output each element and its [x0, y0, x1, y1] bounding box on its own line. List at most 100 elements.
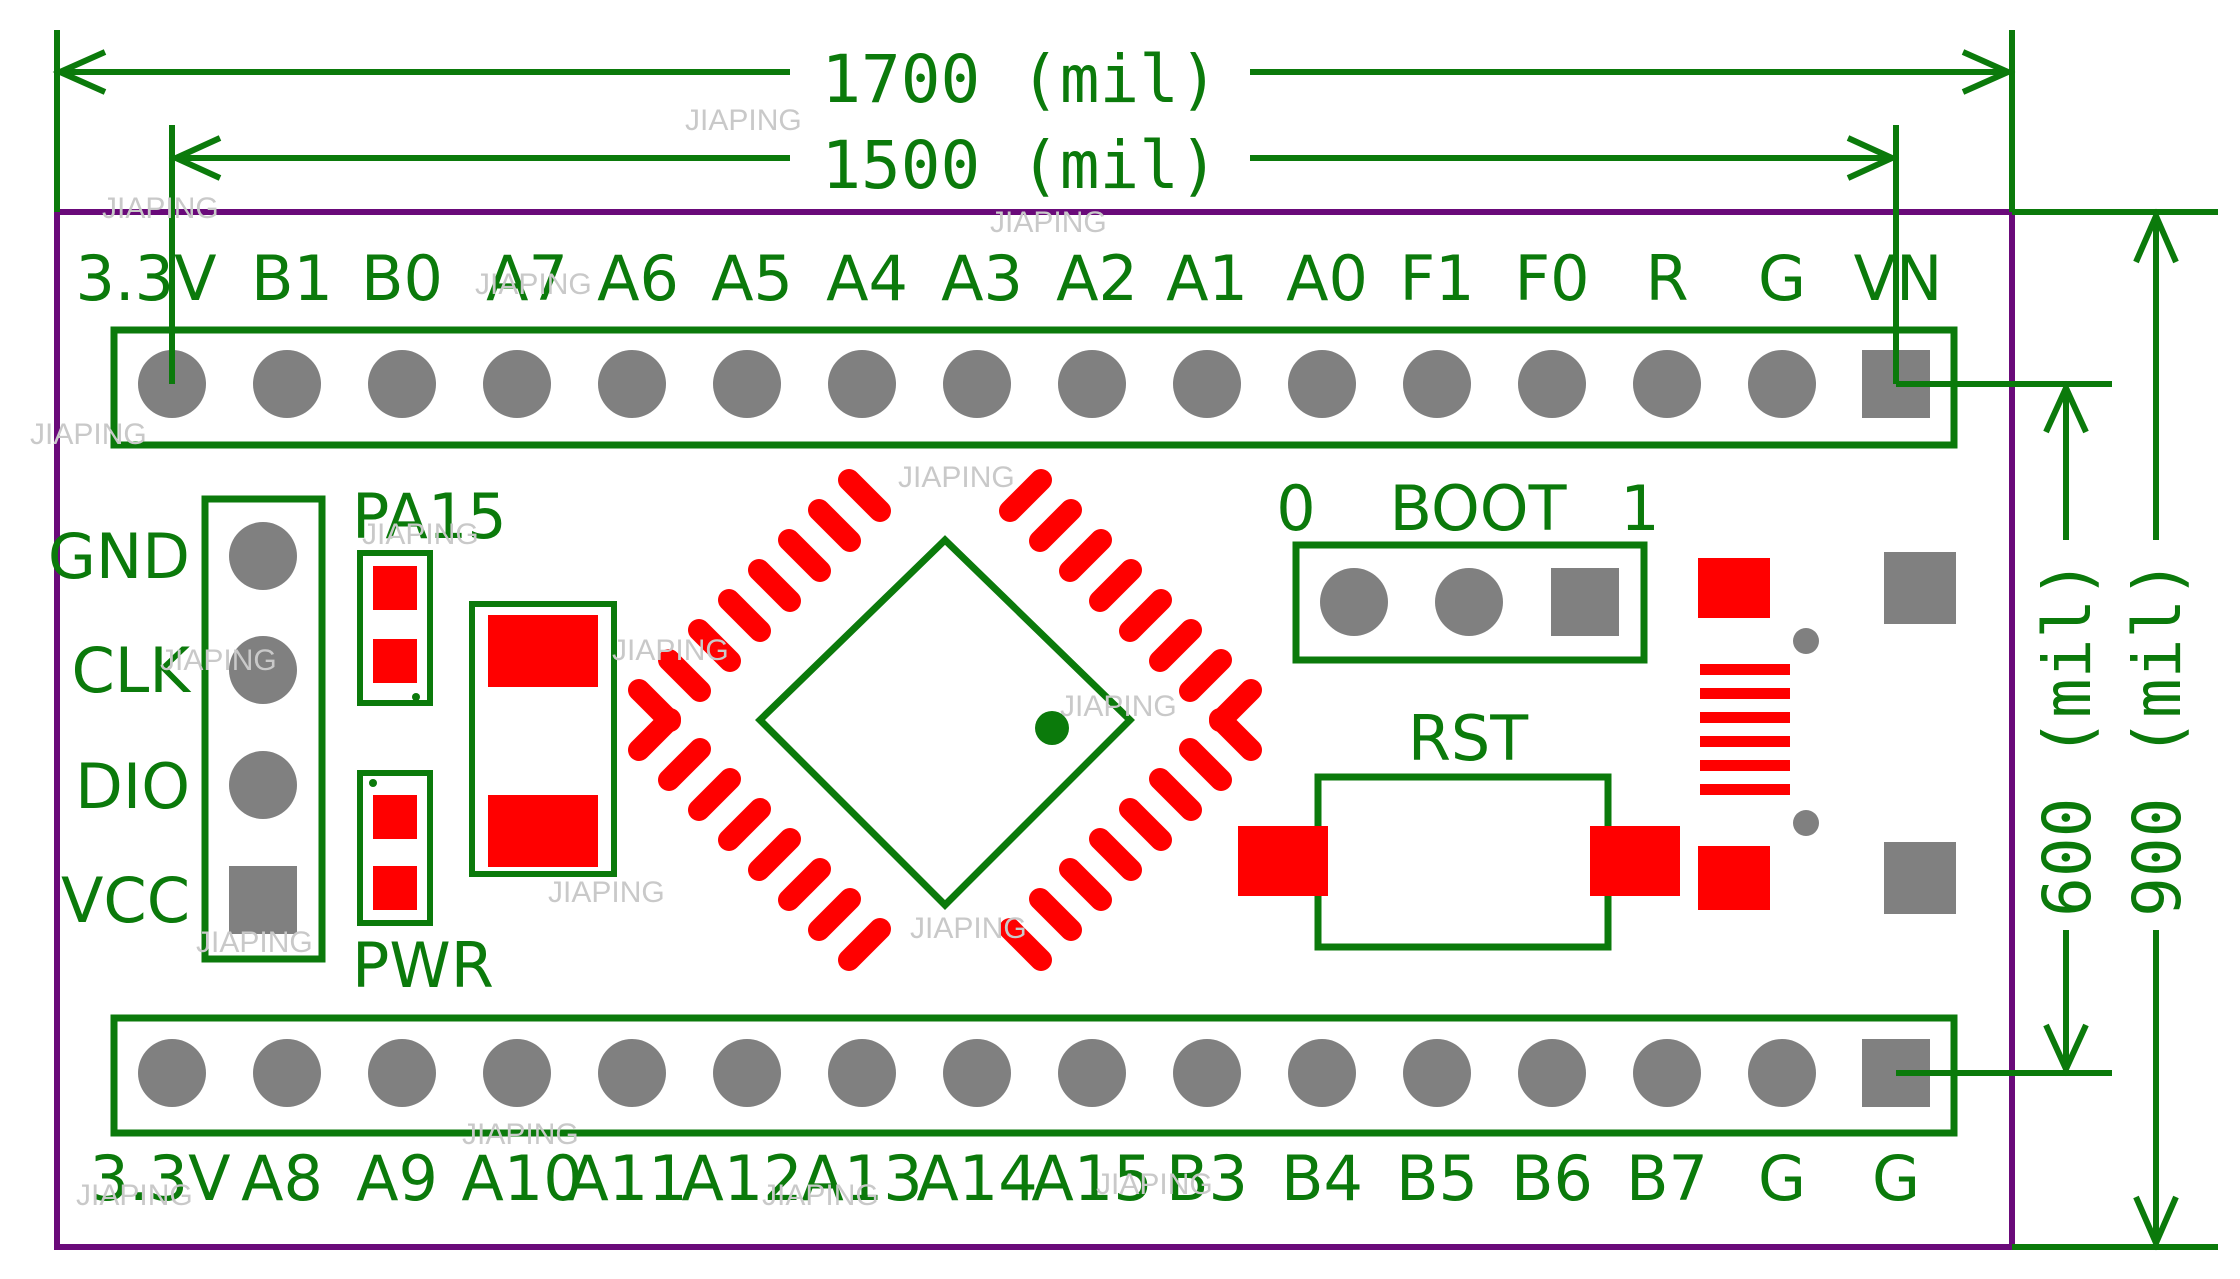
top-label-a3: A3	[941, 242, 1023, 315]
rst-pad-right	[1590, 826, 1680, 896]
usb-locator-hole-top	[1793, 628, 1819, 654]
bottom-label-b5: B5	[1396, 1142, 1478, 1215]
pwr-led-pad-1	[373, 795, 417, 839]
swd-header-outline	[201, 495, 326, 963]
boot-pin-0	[1320, 568, 1388, 636]
top-pin-b1	[253, 350, 321, 418]
top-header-outline	[110, 326, 1958, 449]
watermark-text: JIAPING	[990, 206, 1107, 239]
top-pin-a5	[713, 350, 781, 418]
bottom-header-pads	[138, 1039, 1930, 1107]
top-pin-a7	[483, 350, 551, 418]
watermark-text: JIAPING	[1096, 1168, 1213, 1201]
top-label-a0: A0	[1286, 242, 1368, 315]
top-label-a4: A4	[826, 242, 908, 315]
dimension-height-outer	[2012, 208, 2218, 1251]
top-label-r: R	[1645, 242, 1688, 315]
mcu-body-outline	[755, 535, 1135, 910]
watermark-text: JIAPING	[612, 634, 729, 667]
regulator-pad-1	[488, 615, 598, 687]
watermark-text: JIAPING	[76, 1179, 193, 1212]
watermark-text: JIAPING	[475, 268, 592, 301]
mcu-pads-upper-right	[999, 469, 1262, 732]
regulator-pad-2	[488, 795, 598, 867]
swd-label-gnd: GND	[48, 520, 190, 593]
boot-header-outline	[1292, 541, 1648, 664]
bottom-pin-a12	[713, 1039, 781, 1107]
dim-height-outer-label: 900 (mil)	[2119, 559, 2196, 917]
mcu-pads-upper-left	[628, 469, 891, 732]
watermark-text: JIAPING	[910, 912, 1027, 945]
bottom-label-a8: A8	[241, 1142, 323, 1215]
top-label-a6: A6	[597, 242, 679, 315]
pwr-led-marker	[369, 779, 377, 787]
bottom-label-a14: A14	[916, 1142, 1037, 1215]
top-pin-r	[1633, 350, 1701, 418]
watermark-text: JIAPING	[102, 192, 219, 225]
rst-button-outline	[1314, 773, 1612, 951]
bottom-pin-b4	[1288, 1039, 1356, 1107]
bottom-label-b7: B7	[1626, 1142, 1708, 1215]
mcu-pads-lower-right	[999, 708, 1262, 971]
swd-pin-gnd	[229, 522, 297, 590]
top-label-a1: A1	[1166, 242, 1248, 315]
usb-locator-hole-bottom	[1793, 810, 1819, 836]
usb-shield-pad-bottom	[1698, 846, 1770, 910]
bottom-label-a10: A10	[461, 1142, 582, 1215]
dim-width-outer-label: 1700 (mil)	[821, 41, 1218, 118]
top-label-a7: A7	[486, 242, 568, 315]
usb-signal-pad-6	[1700, 784, 1790, 795]
bottom-label-a12: A12	[681, 1142, 802, 1215]
boot-label: BOOT	[1390, 472, 1568, 545]
top-pin-b0	[368, 350, 436, 418]
watermark-text: JIAPING	[196, 926, 313, 959]
board-outline	[54, 209, 2015, 1250]
bottom-pin-a14	[943, 1039, 1011, 1107]
usb-signal-pad-3	[1700, 712, 1790, 723]
top-pin-a3	[943, 350, 1011, 418]
top-label-vn: VN	[1854, 242, 1943, 315]
bottom-pin-g1	[1748, 1039, 1816, 1107]
top-label-3v3: 3.3V	[75, 242, 216, 315]
swd-label-dio: DIO	[75, 750, 190, 823]
regulator-outline	[469, 601, 617, 877]
dimension-width-outer	[52, 30, 2016, 212]
pa15-led-marker	[412, 693, 420, 701]
top-header-labels: 3.3V B1 B0 A7 A6 A5 A4 A3 A2 A1 A0 F1 F0…	[75, 242, 1942, 315]
top-pin-f1	[1403, 350, 1471, 418]
bottom-pin-3v3	[138, 1039, 206, 1107]
dim-width-inner-label: 1500 (mil)	[821, 127, 1218, 204]
pa15-led-outline	[357, 550, 433, 706]
watermark-text: JIAPING	[685, 104, 802, 137]
bottom-pin-a11	[598, 1039, 666, 1107]
rst-pad-left	[1238, 826, 1328, 896]
usb-signal-pad-2	[1700, 688, 1790, 699]
swd-label-vcc: VCC	[61, 864, 190, 937]
boot-pin-1-square	[1551, 568, 1619, 636]
bottom-header-labels: 3.3V A8 A9 A10 A11 A12 A13 A14 A15 B3 B4…	[89, 1142, 1920, 1215]
watermark-text: JIAPING	[160, 644, 277, 677]
top-pin-f0	[1518, 350, 1586, 418]
bottom-pin-a10	[483, 1039, 551, 1107]
usb-signal-pad-4	[1700, 736, 1790, 747]
bottom-pin-a9	[368, 1039, 436, 1107]
watermark-text: JIAPING	[762, 1179, 879, 1212]
pa15-led-pad-2	[373, 639, 417, 683]
usb-shield-pad-top	[1698, 558, 1770, 618]
swd-label-clk: CLK	[72, 634, 192, 707]
watermark-text: JIAPING	[548, 876, 665, 909]
bottom-label-b4: B4	[1281, 1142, 1363, 1215]
pwr-led-outline	[357, 770, 433, 926]
bottom-label-a15: A15	[1031, 1142, 1152, 1215]
bottom-label-b3: B3	[1166, 1142, 1248, 1215]
top-header-pads	[138, 350, 1930, 418]
bottom-label-b6: B6	[1511, 1142, 1593, 1215]
rst-label: RST	[1408, 702, 1529, 775]
swd-pin-dio	[229, 751, 297, 819]
usb-mount-pad-bottom	[1884, 842, 1956, 914]
usb-signal-pad-5	[1700, 760, 1790, 771]
bottom-pin-a15	[1058, 1039, 1126, 1107]
usb-mount-pad-top	[1884, 552, 1956, 624]
